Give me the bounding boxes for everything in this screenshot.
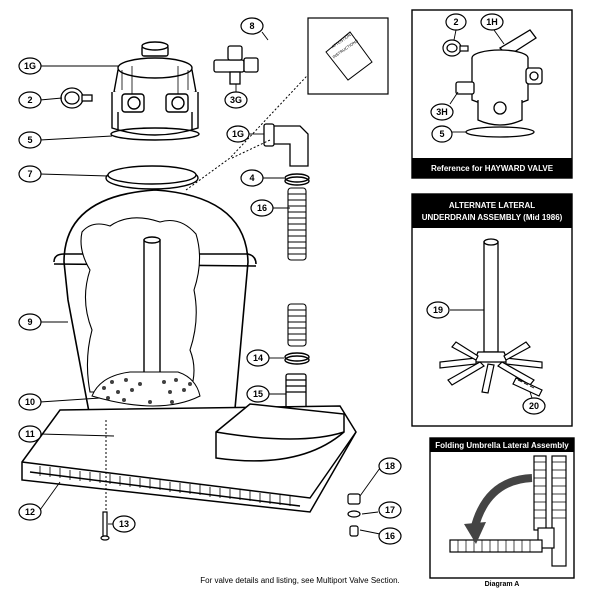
air-relief-valve <box>213 45 259 85</box>
bulkhead-adapter <box>285 373 307 409</box>
callouts-left: 1G 2 5 7 8 3G 1G 4 16 9 14 15 10 11 12 1… <box>18 17 402 545</box>
hayward-valve <box>455 29 543 126</box>
callout-3g: 3G <box>224 91 248 109</box>
callout-20-text: 20 <box>529 401 539 411</box>
callout-7-text: 7 <box>27 169 32 179</box>
callout-17: 17 <box>378 501 402 519</box>
warning-label: ATTENTION INSTRUCTIONS <box>307 17 389 95</box>
footer-note: For valve details and listing, see Multi… <box>200 576 400 585</box>
lateral-standpipe <box>473 238 509 363</box>
callout-13: 13 <box>112 515 136 533</box>
lateral-title-line1: ALTERNATE LATERAL <box>449 201 535 210</box>
dashed-leaders <box>105 61 321 512</box>
lateral-leaders <box>450 309 533 399</box>
tank-cutaway <box>80 217 201 393</box>
callout-5-ref: 5 <box>431 125 453 143</box>
callout-20: 20 <box>522 397 546 415</box>
callout-5-left: 5 <box>18 131 42 149</box>
callout-2-ref: 2 <box>445 13 467 31</box>
callout-1g-top-text: 1G <box>24 61 36 71</box>
callout-14-text: 14 <box>253 353 263 363</box>
callout-1g-top: 1G <box>18 57 42 75</box>
callout-13-text: 13 <box>119 519 129 529</box>
callout-4-text: 4 <box>249 173 254 183</box>
callout-3h-text: 3H <box>436 107 448 117</box>
callout-10-text: 10 <box>25 397 35 407</box>
hayward-leaders <box>449 29 505 133</box>
callout-4: 4 <box>240 169 264 187</box>
callout-19: 19 <box>426 301 450 319</box>
hose-clamp-bottom <box>284 352 310 365</box>
callout-2-left-text: 2 <box>27 95 32 105</box>
callout-16-hose-text: 16 <box>257 203 267 213</box>
umbrella-pipe <box>449 455 567 567</box>
drain-parts <box>347 493 361 537</box>
hayward-gauge <box>442 39 469 57</box>
pressure-gauge <box>60 87 93 109</box>
hayward-caption: Reference for HAYWARD VALVE <box>431 164 554 173</box>
callout-14: 14 <box>246 349 270 367</box>
hose-clamp-top <box>284 173 310 186</box>
callout-12-text: 12 <box>25 507 35 517</box>
callout-1g-elbow: 1G <box>226 125 250 143</box>
lateral-gravel-bed <box>91 371 201 407</box>
callout-1h-text: 1H <box>486 17 498 27</box>
tank-rim-ring <box>105 165 199 190</box>
lateral-title-bar <box>412 194 572 228</box>
callout-1h: 1H <box>480 13 504 31</box>
callout-5-left-text: 5 <box>27 135 32 145</box>
callout-2-ref-text: 2 <box>453 17 458 27</box>
fold-arrow <box>464 474 533 544</box>
center-standpipe <box>143 236 161 391</box>
lateral-arms <box>439 341 543 394</box>
callout-18-text: 18 <box>385 461 395 471</box>
callout-15: 15 <box>246 385 270 403</box>
umbrella-caption: Diagram A <box>485 581 520 588</box>
callout-8: 8 <box>240 17 264 35</box>
base-screw <box>100 511 110 541</box>
flex-hose-upper <box>287 187 307 261</box>
alternate-lateral-box: ALTERNATE LATERAL UNDERDRAIN ASSEMBLY (M… <box>411 193 573 427</box>
single-lateral-part <box>512 377 543 397</box>
callout-7: 7 <box>18 165 42 183</box>
hayward-valve-box: 2 1H 3H 5 Reference for HAYWARD VALVE <box>411 9 573 179</box>
callout-8-text: 8 <box>249 21 254 31</box>
callout-17-text: 17 <box>385 505 395 515</box>
callout-1g-elbow-text: 1G <box>232 129 244 139</box>
umbrella-title-bar <box>430 438 574 452</box>
flex-hose-lower <box>287 303 307 347</box>
callout-16-bottom-text: 16 <box>385 531 395 541</box>
leader-lines <box>39 31 381 535</box>
umbrella-lateral-box: Folding Umbrella Lateral Assembly Diagra… <box>429 437 575 588</box>
callout-12: 12 <box>18 503 42 521</box>
callout-3g-text: 3G <box>230 95 242 105</box>
callout-11-text: 11 <box>25 429 35 439</box>
callout-9: 9 <box>18 313 42 331</box>
filter-base <box>21 403 357 513</box>
callout-3h: 3H <box>430 103 454 121</box>
callout-19-text: 19 <box>433 305 443 315</box>
callout-18: 18 <box>378 457 402 475</box>
multiport-valve <box>111 41 199 136</box>
valve-o-ring <box>110 127 200 141</box>
lateral-title-line2: UNDERDRAIN ASSEMBLY (Mid 1986) <box>422 213 563 222</box>
callout-16-bottom: 16 <box>378 527 402 545</box>
callout-2-left: 2 <box>18 91 42 109</box>
hayward-caption-bar <box>412 158 572 178</box>
callout-9-text: 9 <box>27 317 32 327</box>
callout-15-text: 15 <box>253 389 263 399</box>
callout-10: 10 <box>18 393 42 411</box>
callout-16-hose: 16 <box>250 199 274 217</box>
callout-5-ref-text: 5 <box>439 129 444 139</box>
callout-11: 11 <box>18 425 42 443</box>
elbow-fitting <box>263 123 309 167</box>
umbrella-title: Folding Umbrella Lateral Assembly <box>435 441 569 450</box>
